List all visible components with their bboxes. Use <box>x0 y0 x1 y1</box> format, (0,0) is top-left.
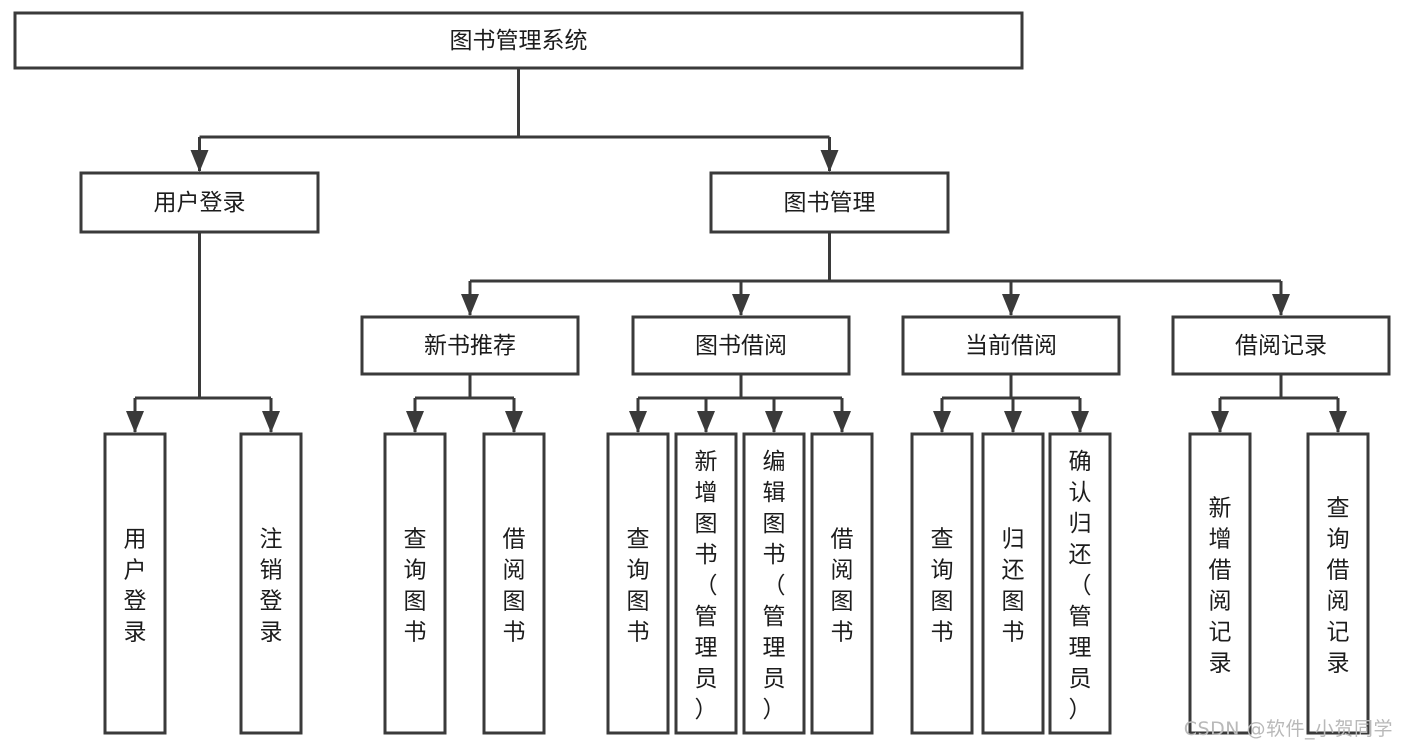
node-leaf-user-login-label: 用户登录 <box>124 527 147 646</box>
nodes-layer: 图书管理系统用户登录图书管理新书推荐图书借阅当前借阅借阅记录用户登录注销登录查询… <box>13 11 1391 735</box>
node-leaf-borrow-book-2-rect <box>810 432 874 735</box>
node-new-book-rec-rect <box>360 315 580 376</box>
node-borrow-record-label: 借阅记录 <box>1235 333 1327 359</box>
node-user-login-rect <box>79 171 320 234</box>
node-user-login-label: 用户登录 <box>154 190 246 216</box>
node-leaf-add-record[interactable]: 新增借阅记录 <box>1188 432 1252 735</box>
node-leaf-edit-book-label: 编辑图书（管理员） <box>763 449 786 723</box>
node-book-manage[interactable]: 图书管理 <box>709 171 950 234</box>
arrow-head-icon <box>461 294 479 316</box>
arrow-head-icon <box>629 411 647 433</box>
node-root-label: 图书管理系统 <box>450 28 588 54</box>
node-leaf-return-book-rect <box>981 432 1045 735</box>
node-leaf-query-book-3-label: 查询图书 <box>931 527 954 646</box>
node-leaf-edit-book[interactable]: 编辑图书（管理员） <box>742 432 806 735</box>
node-leaf-user-login[interactable]: 用户登录 <box>103 432 167 735</box>
node-leaf-query-book-1[interactable]: 查询图书 <box>383 432 447 735</box>
arrow-head-icon <box>933 411 951 433</box>
node-borrow-record-rect <box>1171 315 1391 376</box>
node-leaf-add-record-rect <box>1188 432 1252 735</box>
arrow-head-icon <box>190 150 209 172</box>
arrow-head-icon <box>406 411 424 433</box>
arrow-head-icon <box>262 411 280 433</box>
node-root-rect <box>13 11 1024 70</box>
node-leaf-borrow-book-1-rect <box>482 432 546 735</box>
node-book-manage-rect <box>709 171 950 234</box>
node-new-book-rec-label: 新书推荐 <box>424 333 516 359</box>
arrow-head-icon <box>820 150 839 172</box>
arrow-head-icon <box>126 411 144 433</box>
node-leaf-user-logout-label: 注销登录 <box>260 527 283 646</box>
node-leaf-query-book-2[interactable]: 查询图书 <box>606 432 670 735</box>
edges-layer <box>126 68 1347 433</box>
node-leaf-query-book-3[interactable]: 查询图书 <box>910 432 974 735</box>
node-leaf-confirm-return-label: 确认归还（管理员） <box>1069 449 1092 723</box>
node-user-login[interactable]: 用户登录 <box>79 171 320 234</box>
arrow-head-icon <box>1071 411 1089 433</box>
node-current-borrow-label: 当前借阅 <box>965 333 1057 359</box>
node-leaf-add-book[interactable]: 新增图书（管理员） <box>674 432 738 735</box>
node-leaf-borrow-book-1-label: 借阅图书 <box>503 527 526 646</box>
node-book-borrow[interactable]: 图书借阅 <box>631 315 851 376</box>
node-leaf-return-book[interactable]: 归还图书 <box>981 432 1045 735</box>
node-leaf-query-record[interactable]: 查询借阅记录 <box>1306 432 1370 735</box>
node-leaf-user-logout-rect <box>239 432 303 735</box>
node-leaf-query-book-2-label: 查询图书 <box>627 527 650 646</box>
node-leaf-add-book-rect <box>674 432 738 735</box>
node-book-borrow-rect <box>631 315 851 376</box>
arrow-head-icon <box>505 411 523 433</box>
node-current-borrow[interactable]: 当前借阅 <box>901 315 1121 376</box>
node-leaf-query-book-1-rect <box>383 432 447 735</box>
node-leaf-user-logout[interactable]: 注销登录 <box>239 432 303 735</box>
arrow-head-icon <box>1002 294 1020 316</box>
node-leaf-query-book-3-rect <box>910 432 974 735</box>
arrow-head-icon <box>1211 411 1229 433</box>
node-root[interactable]: 图书管理系统 <box>13 11 1024 70</box>
node-leaf-add-record-label: 新增借阅记录 <box>1209 496 1232 677</box>
arrow-head-icon <box>833 411 851 433</box>
node-leaf-borrow-book-1[interactable]: 借阅图书 <box>482 432 546 735</box>
node-leaf-return-book-label: 归还图书 <box>1002 527 1025 646</box>
arrow-head-icon <box>697 411 715 433</box>
node-book-borrow-label: 图书借阅 <box>695 333 787 359</box>
arrow-head-icon <box>1272 294 1290 316</box>
node-leaf-query-book-1-label: 查询图书 <box>404 527 427 646</box>
arrow-head-icon <box>732 294 750 316</box>
node-leaf-query-record-label: 查询借阅记录 <box>1327 496 1350 677</box>
arrow-head-icon <box>1329 411 1347 433</box>
node-borrow-record[interactable]: 借阅记录 <box>1171 315 1391 376</box>
node-leaf-query-record-rect <box>1306 432 1370 735</box>
node-leaf-query-book-2-rect <box>606 432 670 735</box>
arrow-head-icon <box>765 411 783 433</box>
node-leaf-add-book-label: 新增图书（管理员） <box>695 449 718 723</box>
node-leaf-borrow-book-2[interactable]: 借阅图书 <box>810 432 874 735</box>
node-book-manage-label: 图书管理 <box>784 190 876 216</box>
node-leaf-confirm-return[interactable]: 确认归还（管理员） <box>1048 432 1112 735</box>
arrow-head-icon <box>1004 411 1022 433</box>
node-new-book-rec[interactable]: 新书推荐 <box>360 315 580 376</box>
node-leaf-confirm-return-rect <box>1048 432 1112 735</box>
node-current-borrow-rect <box>901 315 1121 376</box>
node-leaf-borrow-book-2-label: 借阅图书 <box>831 527 854 646</box>
node-leaf-user-login-rect <box>103 432 167 735</box>
node-leaf-edit-book-rect <box>742 432 806 735</box>
